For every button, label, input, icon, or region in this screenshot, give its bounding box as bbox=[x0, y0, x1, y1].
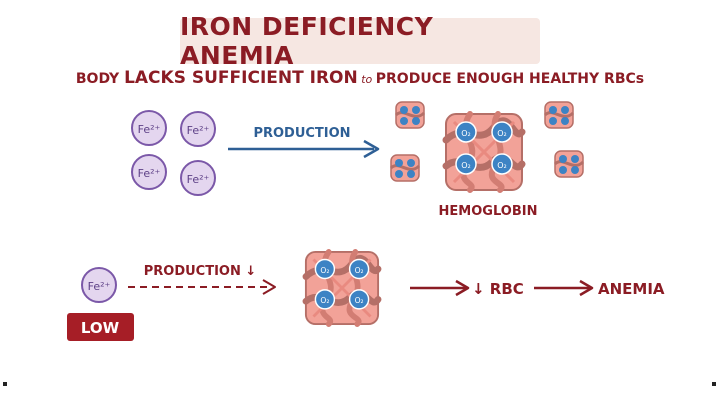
oxygen-molecule: O₂ bbox=[455, 121, 477, 143]
corner-mark-right bbox=[712, 382, 716, 386]
oxygen-label: O₂ bbox=[320, 266, 329, 275]
oxygen-molecule: O₂ bbox=[491, 153, 513, 175]
subtitle-part-1: BODY bbox=[75, 71, 125, 87]
oxygen-molecule: O₂ bbox=[455, 153, 477, 175]
hemoglobin-molecule-small: O₂ O₂ O₂ O₂ bbox=[306, 252, 378, 324]
hemoglobin-label: HEMOGLOBIN bbox=[439, 204, 538, 219]
oxygen-molecule: O₂ bbox=[491, 121, 513, 143]
mini-hemoglobin-1 bbox=[394, 100, 426, 130]
rbc-decrease-label: ↓ RBC bbox=[472, 280, 524, 298]
dashed-production-arrow bbox=[128, 279, 276, 295]
mini-hemoglobin-4 bbox=[553, 149, 585, 179]
iron-ion-label: Fe²⁺ bbox=[187, 173, 210, 186]
mini-hemoglobin-3 bbox=[389, 153, 421, 183]
iron-ion-3: Fe²⁺ bbox=[131, 154, 167, 190]
iron-ion-label: Fe²⁺ bbox=[138, 167, 161, 180]
subtitle-part-4: PRODUCE ENOUGH HEALTHY RBCs bbox=[375, 71, 645, 87]
low-badge: LOW bbox=[67, 313, 134, 341]
oxygen-label: O₂ bbox=[497, 161, 507, 170]
oxygen-label: O₂ bbox=[461, 129, 471, 138]
oxygen-label: O₂ bbox=[355, 296, 364, 305]
hemoglobin-molecule: O₂ O₂ O₂ O₂ bbox=[446, 114, 522, 190]
iron-ion-4: Fe²⁺ bbox=[180, 160, 216, 196]
oxygen-molecule: O₂ bbox=[348, 258, 370, 280]
oxygen-label: O₂ bbox=[320, 296, 329, 305]
oxygen-label: O₂ bbox=[355, 266, 364, 275]
oxygen-label: O₂ bbox=[461, 161, 471, 170]
rbc-arrow bbox=[410, 279, 470, 297]
iron-ion-label: Fe²⁺ bbox=[88, 280, 111, 293]
production-label: PRODUCTION bbox=[253, 126, 350, 141]
iron-ion-2: Fe²⁺ bbox=[180, 111, 216, 147]
production-decrease-label: PRODUCTION ↓ bbox=[144, 264, 257, 279]
oxygen-molecule: O₂ bbox=[314, 289, 336, 310]
oxygen-label: O₂ bbox=[497, 129, 507, 138]
anemia-label: ANEMIA bbox=[598, 280, 665, 298]
subtitle-part-3: to bbox=[357, 73, 376, 86]
mini-hemoglobin-2 bbox=[543, 100, 575, 130]
production-arrow bbox=[228, 139, 380, 159]
iron-ion-label: Fe²⁺ bbox=[138, 123, 161, 136]
low-badge-label: LOW bbox=[81, 319, 120, 337]
subtitle: BODY LACKS SUFFICIENT IRON to PRODUCE EN… bbox=[0, 68, 720, 88]
corner-mark-left bbox=[3, 382, 7, 386]
iron-ion-1: Fe²⁺ bbox=[131, 110, 167, 146]
subtitle-part-2: LACKS SUFFICIENT IRON bbox=[124, 68, 358, 88]
oxygen-molecule: O₂ bbox=[314, 258, 336, 280]
oxygen-molecule: O₂ bbox=[348, 289, 370, 310]
low-iron-ion: Fe²⁺ bbox=[81, 267, 117, 303]
page-title: IRON DEFICIENCY ANEMIA bbox=[180, 12, 434, 70]
title-banner: IRON DEFICIENCY ANEMIA bbox=[180, 12, 540, 70]
anemia-arrow bbox=[534, 279, 594, 297]
iron-ion-label: Fe²⁺ bbox=[187, 124, 210, 137]
